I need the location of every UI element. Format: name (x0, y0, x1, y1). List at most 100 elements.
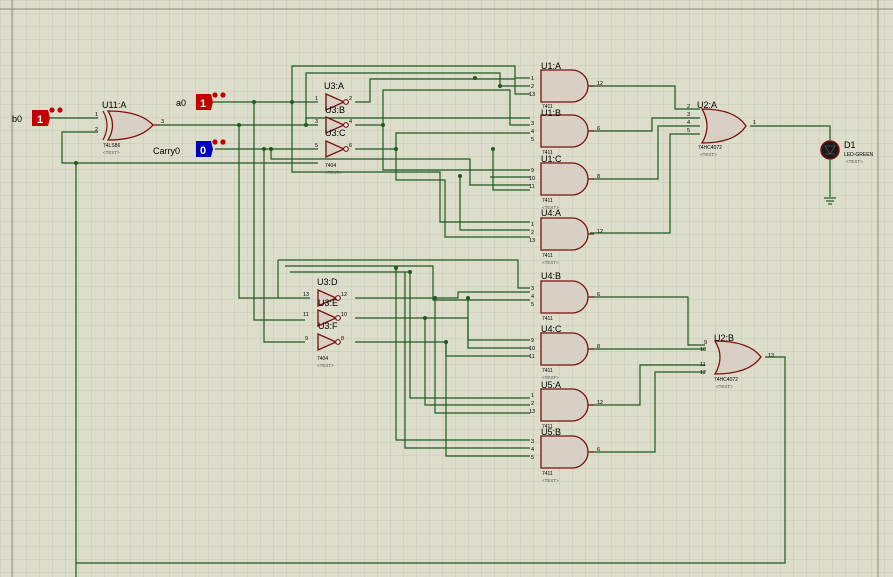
gate-u4a-and[interactable]: U4:A 1 2 13 12 7411 <TEXT> (529, 208, 603, 265)
svg-text:6: 6 (597, 447, 600, 453)
svg-text:<TEXT>: <TEXT> (716, 384, 733, 389)
svg-text:U5:B: U5:B (541, 427, 561, 437)
gate-u4b-and[interactable]: U4:B 3 4 5 6 7411 (531, 271, 600, 322)
svg-text:12: 12 (597, 400, 603, 406)
svg-text:12: 12 (700, 370, 706, 376)
svg-text:2: 2 (95, 127, 98, 133)
led-d1-body (820, 140, 840, 160)
svg-text:<TEXT>: <TEXT> (846, 159, 863, 164)
svg-text:U2:A: U2:A (697, 100, 717, 110)
probe-b0-value: 1 (37, 114, 43, 126)
svg-text:<TEXT>: <TEXT> (542, 375, 559, 380)
svg-text:2: 2 (531, 84, 534, 90)
svg-text:7411: 7411 (542, 424, 553, 430)
svg-text:3: 3 (315, 119, 318, 125)
svg-text:<TEXT>: <TEXT> (700, 152, 717, 157)
svg-text:U4:C: U4:C (541, 324, 562, 334)
svg-text:74HC4072: 74HC4072 (698, 145, 722, 151)
svg-text:12: 12 (341, 292, 347, 298)
svg-text:74HC4072: 74HC4072 (714, 377, 738, 383)
ground-icon (824, 197, 836, 205)
svg-text:2: 2 (687, 104, 690, 110)
gate-u1b-and[interactable]: U1:B 3 4 5 6 7411 (531, 108, 600, 156)
svg-text:2: 2 (531, 230, 534, 236)
svg-text:13: 13 (768, 353, 774, 359)
svg-text:U1:C: U1:C (541, 154, 562, 164)
svg-text:U3:E: U3:E (318, 298, 338, 308)
gate-u3e-not[interactable]: U3:E 11 10 (303, 298, 347, 328)
probe-carry0-value: 0 (200, 145, 206, 157)
svg-text:U2:B: U2:B (714, 333, 734, 343)
probe-b0[interactable]: b0 1 (12, 107, 63, 126)
wires (50, 65, 831, 577)
gate-u3f-not[interactable]: U3:F 9 8 7404 <TEXT> (305, 321, 344, 368)
svg-text:10: 10 (341, 312, 347, 318)
svg-text:6: 6 (597, 126, 600, 132)
svg-text:7411: 7411 (542, 198, 553, 204)
svg-text:13: 13 (529, 409, 535, 415)
svg-text:4: 4 (349, 119, 352, 125)
svg-text:10: 10 (700, 347, 706, 353)
svg-text:7411: 7411 (542, 471, 553, 477)
gate-u3d-not[interactable]: U3:D 13 12 (303, 277, 347, 308)
gate-u3c-not[interactable]: U3:C 5 6 7404 <TEXT> (315, 128, 352, 175)
svg-text:8: 8 (597, 344, 600, 350)
svg-text:3: 3 (531, 121, 534, 127)
svg-text:5: 5 (531, 455, 534, 461)
svg-text:8: 8 (341, 336, 344, 342)
probe-a0-label: a0 (176, 98, 186, 108)
probe-a0[interactable]: a0 1 (176, 92, 226, 110)
svg-text:3: 3 (531, 439, 534, 445)
svg-text:10: 10 (529, 176, 535, 182)
gate-u5b-and[interactable]: U5:B 3 4 5 6 7411 <TEXT> (531, 427, 600, 483)
gate-u4c-and[interactable]: U4:C 9 10 11 8 7411 <TEXT> (529, 324, 600, 380)
gate-u5a-and[interactable]: U5:A 1 2 13 12 7411 (529, 380, 603, 430)
svg-text:5: 5 (687, 128, 690, 134)
gate-u1c-and[interactable]: U1:C 9 10 11 8 7411 <TEXT> (529, 154, 600, 210)
svg-text:9: 9 (531, 338, 534, 344)
svg-text:6: 6 (597, 292, 600, 298)
svg-text:4: 4 (531, 129, 534, 135)
svg-text:13: 13 (303, 292, 309, 298)
junction-dots (74, 76, 502, 344)
probe-b0-body (32, 110, 50, 126)
svg-text:13: 13 (529, 238, 535, 244)
svg-text:7411: 7411 (542, 104, 553, 110)
svg-text:U1:B: U1:B (541, 108, 561, 118)
svg-text:13: 13 (529, 92, 535, 98)
svg-text:2: 2 (349, 96, 352, 102)
gate-u3b-not[interactable]: U3:B 3 4 (315, 105, 352, 135)
probe-carry0[interactable]: Carry0 0 (153, 139, 226, 157)
svg-text:5: 5 (531, 302, 534, 308)
svg-text:2: 2 (531, 401, 534, 407)
svg-text:U4:A: U4:A (541, 208, 561, 218)
svg-text:12: 12 (597, 229, 603, 235)
gate-u2b-or[interactable]: U2:B 9 10 11 12 13 74HC4072 <TEXT> (700, 333, 774, 389)
probe-b0-label: b0 (12, 114, 22, 124)
probe-a0-body (196, 94, 213, 110)
svg-text:<TEXT>: <TEXT> (542, 478, 559, 483)
gate-u3a-not[interactable]: U3:A 1 2 (315, 81, 352, 112)
svg-text:4: 4 (687, 120, 690, 126)
svg-text:U3:D: U3:D (317, 277, 338, 287)
gate-u2a-or[interactable]: U2:A 2 3 4 5 1 74HC4072 <TEXT> (687, 100, 756, 157)
svg-text:<TEXT>: <TEXT> (542, 205, 559, 210)
svg-text:U4:B: U4:B (541, 271, 561, 281)
svg-text:5: 5 (531, 137, 534, 143)
svg-text:U3:C: U3:C (325, 128, 346, 138)
svg-text:1: 1 (315, 96, 318, 102)
probe-a0-value: 1 (200, 98, 206, 110)
led-d1[interactable]: D1 LED-GREEN <TEXT> (820, 140, 874, 205)
gate-u1a-and[interactable]: U1:A 1 2 13 12 7411 (529, 61, 603, 110)
svg-text:4: 4 (531, 294, 534, 300)
gate-u11a-xor[interactable]: U11:A 1 2 3 74LS86 <TEXT> (95, 100, 164, 155)
svg-text:1: 1 (753, 120, 756, 126)
svg-text:D1: D1 (844, 140, 856, 150)
svg-text:U3:F: U3:F (318, 321, 338, 331)
svg-text:1: 1 (531, 76, 534, 82)
svg-text:7404: 7404 (325, 163, 336, 169)
svg-text:8: 8 (597, 174, 600, 180)
svg-text:7411: 7411 (542, 150, 553, 156)
